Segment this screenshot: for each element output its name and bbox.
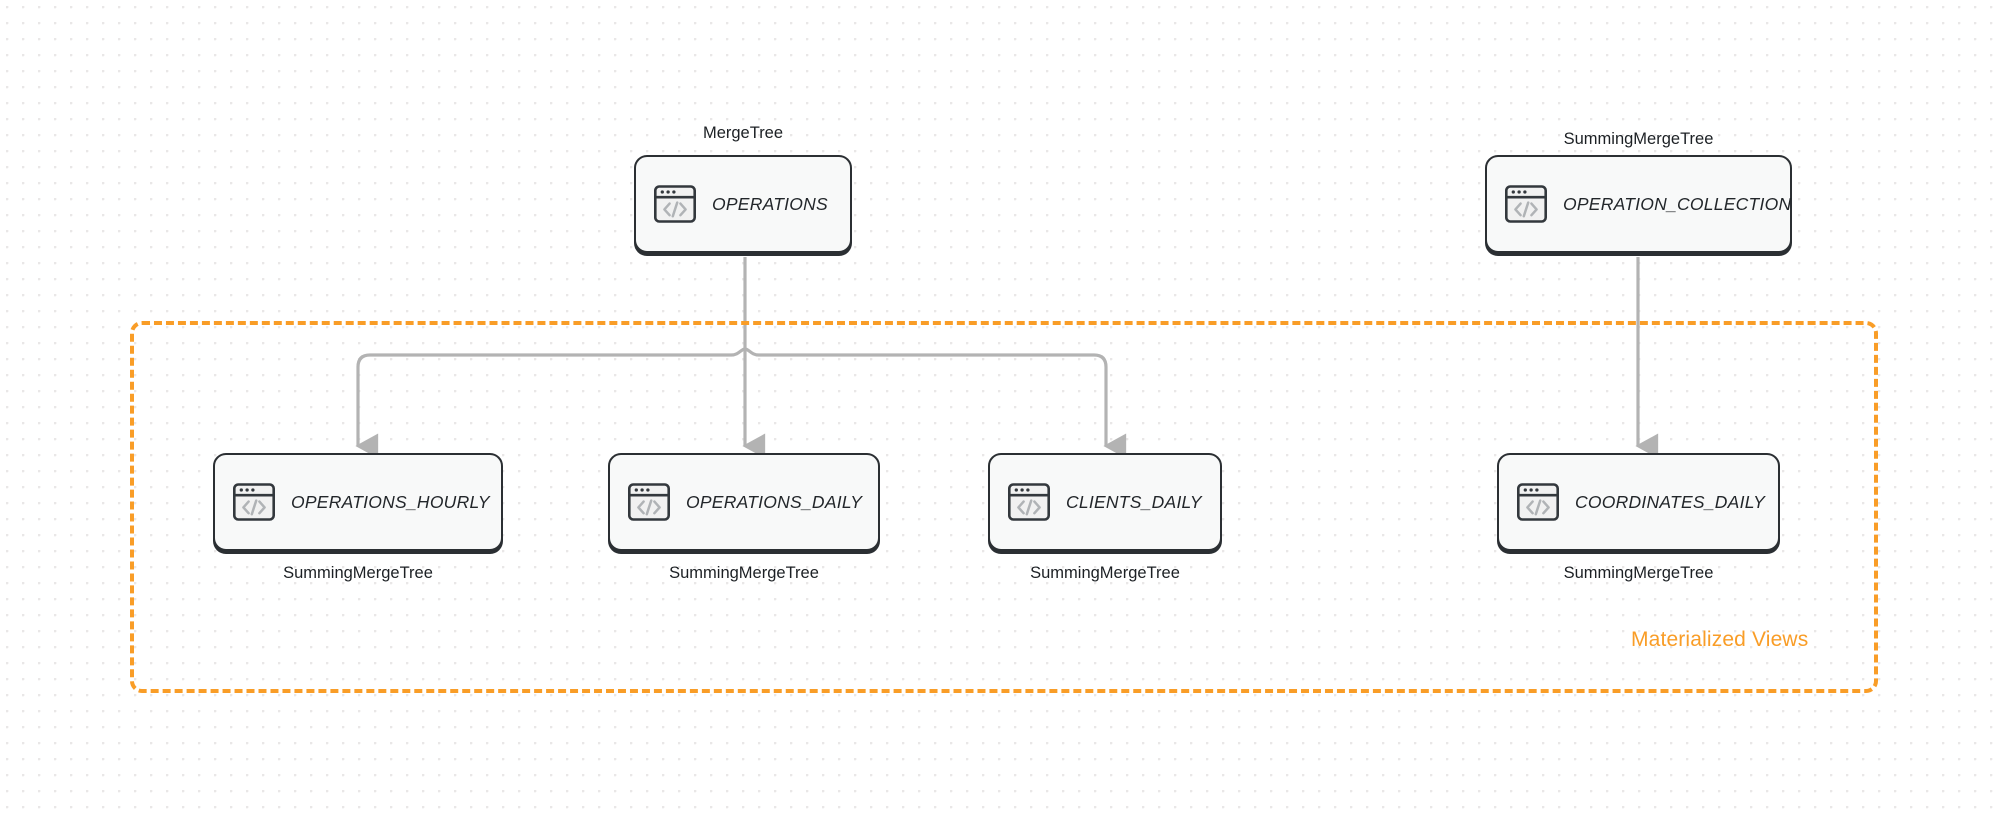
code-window-icon <box>626 479 672 525</box>
code-window-icon <box>1503 181 1549 227</box>
node-operations-hourly[interactable]: OPERATIONS_HOURLY <box>213 453 503 551</box>
engine-label-operations-daily: SummingMergeTree <box>669 564 819 582</box>
code-window-icon <box>1515 479 1561 525</box>
engine-label-operations-hourly: SummingMergeTree <box>283 564 433 582</box>
code-window-icon <box>231 479 277 525</box>
materialized-views-group-label: Materialized Views <box>1631 628 1809 651</box>
engine-label-coordinates-daily: SummingMergeTree <box>1563 564 1714 582</box>
node-clients-daily[interactable]: CLIENTS_DAILY <box>988 453 1222 551</box>
node-title: OPERATIONS <box>712 193 828 214</box>
engine-label-operations: MergeTree <box>702 124 784 142</box>
node-coordinates-daily[interactable]: COORDINATES_DAILY <box>1497 453 1780 551</box>
materialized-views-group <box>130 321 1878 693</box>
node-operations[interactable]: OPERATIONS <box>634 155 852 253</box>
node-operation-collection[interactable]: OPERATION_COLLECTION <box>1485 155 1792 253</box>
node-title: CLIENTS_DAILY <box>1066 491 1202 512</box>
node-title: COORDINATES_DAILY <box>1575 491 1765 512</box>
node-operations-daily[interactable]: OPERATIONS_DAILY <box>608 453 880 551</box>
node-title: OPERATION_COLLECTION <box>1563 193 1792 214</box>
node-title: OPERATIONS_HOURLY <box>291 491 490 512</box>
code-window-icon <box>652 181 698 227</box>
engine-label-operation-collection: SummingMergeTree <box>1563 130 1714 148</box>
node-title: OPERATIONS_DAILY <box>686 491 863 512</box>
code-window-icon <box>1006 479 1052 525</box>
engine-label-clients-daily: SummingMergeTree <box>1030 564 1180 582</box>
